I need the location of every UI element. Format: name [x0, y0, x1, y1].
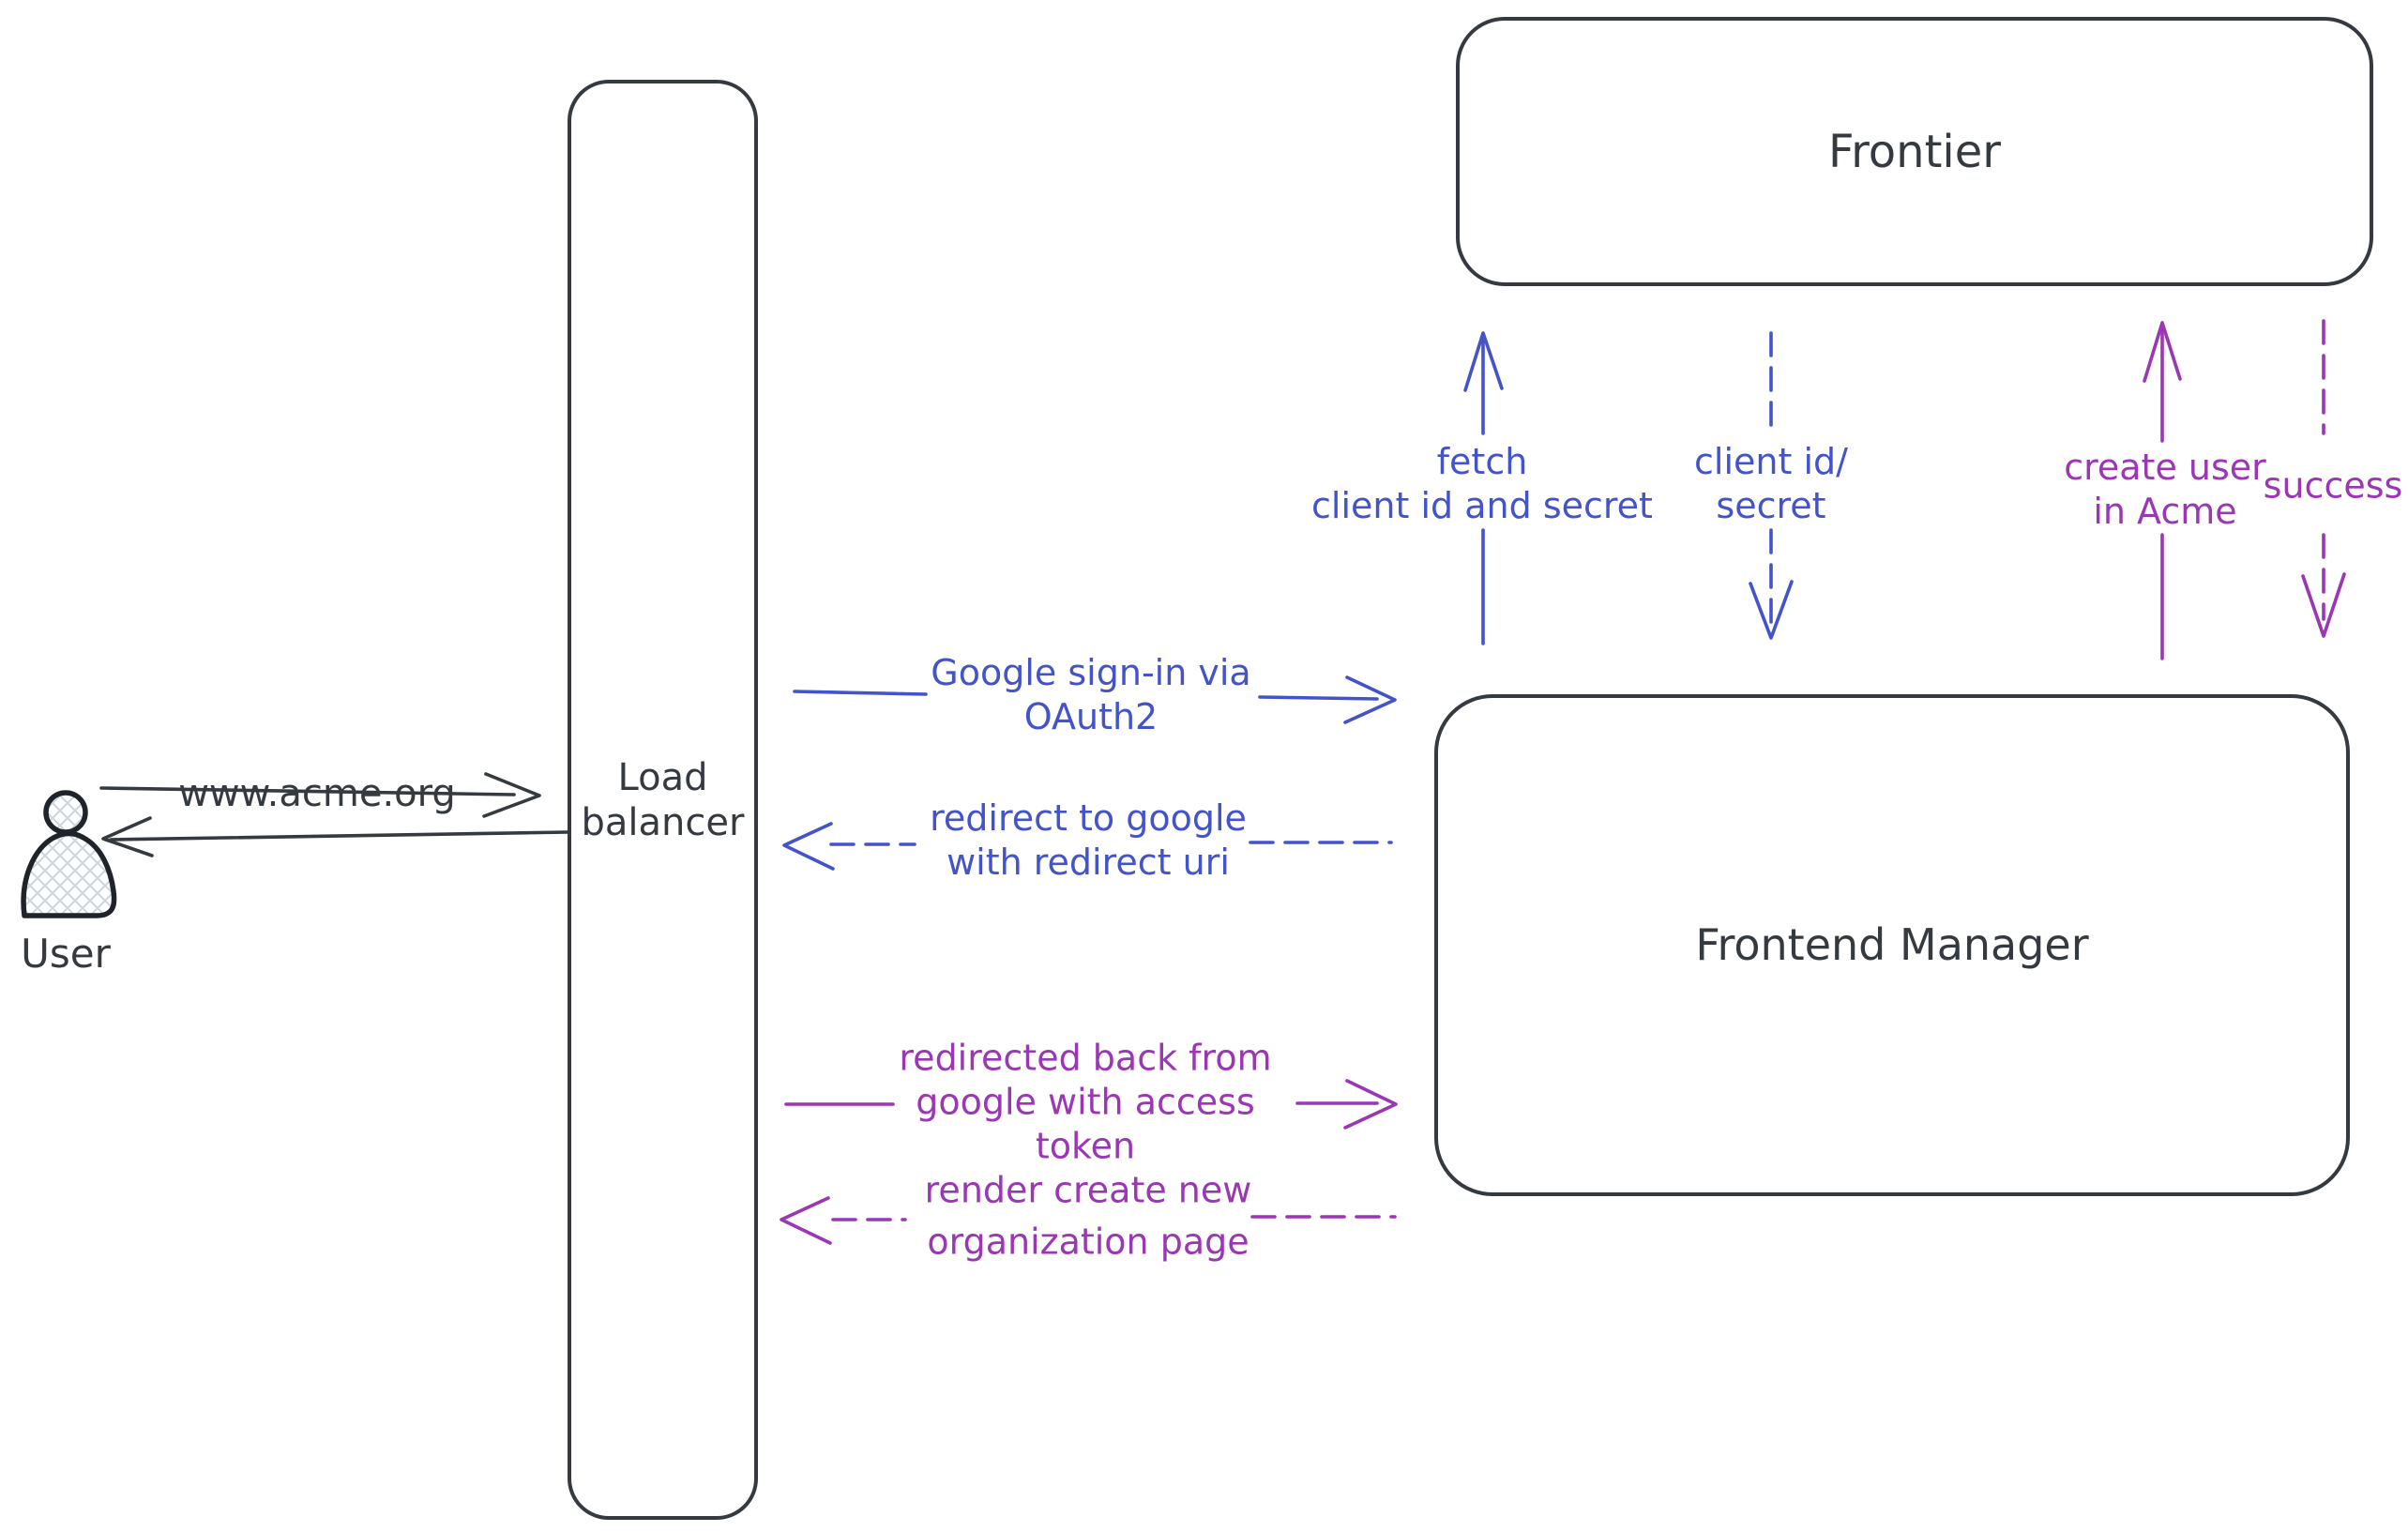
user-icon: [21, 790, 117, 918]
redirected-back-label: redirected back from google with access …: [899, 1037, 1272, 1167]
frontier-node: Frontier: [1456, 17, 2373, 286]
arrow-lb-response: [101, 816, 569, 857]
frontier-label: Frontier: [1827, 125, 2001, 178]
www-arrow-label: www.acme.org: [178, 772, 456, 816]
user-label: User: [21, 930, 111, 977]
google-signin-label: Google sign-in via OAuth2: [931, 651, 1251, 737]
frontend-manager-node: Frontend Manager: [1434, 694, 2350, 1196]
frontend-manager-label: Frontend Manager: [1695, 918, 2089, 970]
create-user-label: create user in Acme: [2064, 446, 2266, 532]
redirect-google-label: redirect to google with redirect uri: [930, 796, 1247, 883]
client-id-secret-label: client id/ secret: [1694, 440, 1848, 526]
render-page-label: render create new organization page: [924, 1169, 1252, 1262]
fetch-secret-label: fetch client id and secret: [1311, 440, 1653, 526]
load-balancer-node: Load balancer: [568, 80, 758, 1520]
success-label: success: [2263, 464, 2403, 507]
load-balancer-label: Load balancer: [581, 755, 745, 844]
